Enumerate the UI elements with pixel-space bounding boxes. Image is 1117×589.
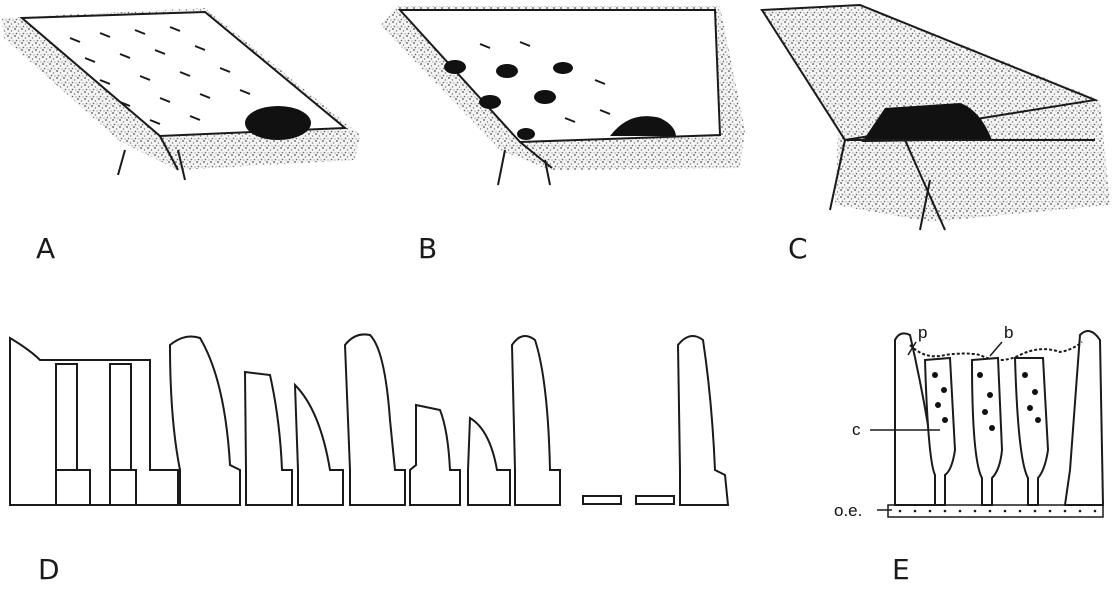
panel-a-drawing [2,8,360,180]
annotation-p: p [918,323,927,342]
annotation-b: b [1004,323,1013,342]
panel-d-drawing [10,334,728,505]
panel-label-c: C [788,232,808,265]
annotation-c: c [852,420,861,439]
annotation-oe: o.e. [834,501,862,520]
panel-c-drawing [760,4,1110,230]
panel-label-e: E [892,553,910,586]
panel-b-drawing [380,6,745,185]
panel-label-a: A [36,232,55,265]
panel-label-d: D [38,553,60,586]
panel-label-b: B [418,232,437,265]
panel-e-drawing: p b c o.e. [834,323,1103,520]
